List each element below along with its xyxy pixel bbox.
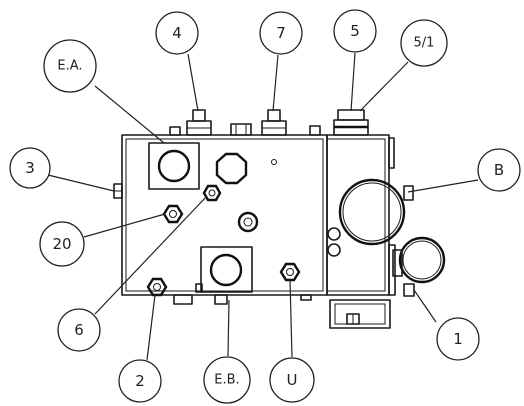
port-eb	[195, 246, 253, 293]
callout-eb: E.B.	[203, 356, 251, 404]
callout-5-1-label: 5/1	[414, 36, 435, 51]
solenoid-1	[392, 236, 446, 297]
callout-5-label: 5	[350, 22, 360, 40]
callout-eb-label: E.B.	[214, 373, 239, 388]
callout-3-label: 3	[25, 159, 35, 177]
solenoid-b	[338, 178, 414, 246]
top-fitting-small-left	[169, 126, 181, 136]
callout-3: 3	[9, 147, 51, 189]
top-fitting-center	[230, 123, 252, 136]
callout-6: 6	[57, 308, 101, 352]
small-double-plug	[327, 227, 341, 257]
callout-u-label: U	[287, 371, 298, 389]
callout-ea: E.A.	[43, 39, 97, 93]
callout-ea-label: E.A.	[57, 59, 82, 74]
callout-4: 4	[155, 11, 199, 55]
callout-2: 2	[118, 359, 162, 403]
left-fitting-3	[113, 183, 123, 199]
hex-fitting-2	[146, 277, 168, 297]
top-fitting-7	[261, 109, 287, 136]
callout-1: 1	[436, 317, 480, 361]
callout-b-label: B	[494, 161, 504, 179]
top-fitting-right	[309, 125, 321, 136]
top-fitting-5	[333, 109, 369, 136]
hex-fitting-u	[279, 262, 301, 282]
callout-u: U	[269, 357, 315, 403]
callout-6-label: 6	[74, 321, 84, 339]
top-fitting-4	[186, 109, 212, 136]
port-ea	[148, 142, 200, 190]
callout-20: 20	[39, 221, 85, 267]
hex-fitting-6	[202, 184, 222, 202]
octagon-plug	[215, 152, 277, 185]
callout-1-label: 1	[453, 330, 463, 348]
bottom-connector-right	[329, 299, 391, 329]
callout-5: 5	[333, 9, 377, 53]
callout-b: B	[477, 148, 521, 192]
callout-7: 7	[259, 11, 303, 55]
bottom-fittings	[173, 294, 312, 305]
callout-4-label: 4	[172, 24, 182, 42]
hex-fitting-20	[162, 204, 184, 224]
callout-20-label: 20	[52, 235, 71, 253]
leader-lines	[47, 52, 479, 361]
callout-2-label: 2	[135, 372, 145, 390]
callout-7-label: 7	[276, 24, 286, 42]
round-fitting-center	[237, 211, 259, 233]
callout-5-1: 5/1	[400, 19, 448, 67]
